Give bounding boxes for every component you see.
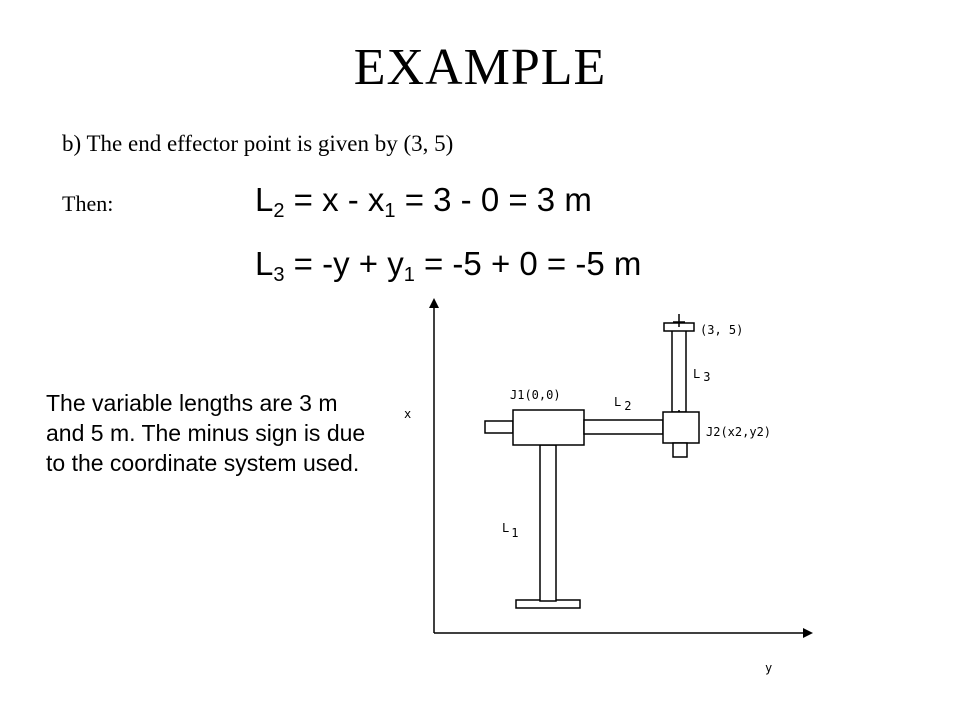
eq2-mid-sub: 1 <box>403 264 415 286</box>
eq1-lhs-sub: 2 <box>273 200 285 222</box>
link-l3 <box>671 329 687 413</box>
eq1-mid: = x - x <box>284 181 385 218</box>
l1-sub: 1 <box>511 526 518 540</box>
explanation-note: The variable lengths are 3 m and 5 m. Th… <box>46 390 366 476</box>
l3-sub: 3 <box>703 370 710 384</box>
eq1-mid-sub: 1 <box>384 200 396 222</box>
l3-base: L <box>693 367 700 381</box>
eq2-rhs: = -5 + 0 = -5 m <box>414 245 642 282</box>
y-axis-label: y <box>765 661 772 675</box>
l2-sub: 2 <box>624 399 631 413</box>
j2-center-dot <box>678 410 680 412</box>
given-statement: b) The end effector point is given by (3… <box>62 131 454 156</box>
end-point-label: (3, 5) <box>700 323 743 337</box>
eq1-lhs: L <box>255 181 274 218</box>
link-l2 <box>583 419 664 435</box>
eq1-rhs: = 3 - 0 = 3 m <box>395 181 592 218</box>
joint-j1 <box>512 409 585 446</box>
eq2-mid: = -y + y <box>284 245 404 282</box>
l2-base: L <box>614 395 621 409</box>
eq2-lhs-sub: 3 <box>273 264 285 286</box>
then-label: Then: <box>62 191 114 216</box>
equation-l2: L2 = x - x1 = 3 - 0 = 3 m <box>255 180 592 222</box>
j2-bottom-stub <box>672 442 688 458</box>
j2-label: J2(x2,y2) <box>706 425 771 439</box>
joint-j2 <box>662 411 700 444</box>
equation-l3: L3 = -y + y1 = -5 + 0 = -5 m <box>255 244 642 286</box>
l1-base: L <box>502 521 509 535</box>
x-axis-label: x <box>404 407 411 421</box>
j1-label: J1(0,0) <box>510 388 561 402</box>
slide-title: EXAMPLE <box>353 39 607 96</box>
link-l1 <box>539 444 557 602</box>
eq2-lhs: L <box>255 245 274 282</box>
j1-left-stub <box>484 420 514 434</box>
